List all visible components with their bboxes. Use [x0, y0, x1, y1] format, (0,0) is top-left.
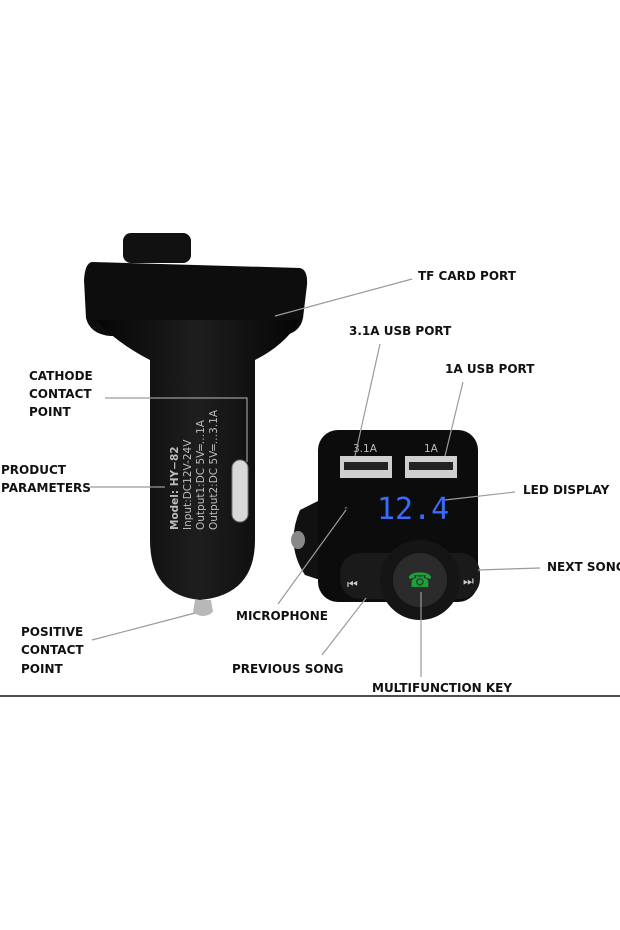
- label-tf-card-port: TF CARD PORT: [418, 269, 517, 283]
- label-positive-2: CONTACT: [21, 643, 84, 657]
- label-31a-usb-port: 3.1A USB PORT: [349, 324, 452, 338]
- charger-front-view: 3.1A 1A 12.4 ☎ ⏮ ⏭: [291, 430, 480, 620]
- label-multifunction-key: MULTIFUNCTION KEY: [372, 681, 512, 695]
- label-led-display: LED DISPLAY: [523, 483, 610, 497]
- charger-side-view: Model: HY−82 Input:DC12V-24V Output1:DC …: [84, 233, 308, 616]
- label-previous-song: PREVIOUS SONG: [232, 662, 344, 676]
- input-text: Input:DC12V-24V: [182, 439, 194, 530]
- label-next-song: NEXT SONG: [547, 560, 620, 574]
- output1-text: Output1:DC 5V═…1A: [195, 419, 207, 530]
- label-positive-3: POINT: [21, 662, 64, 676]
- output2-text: Output2:DC 5V═…3.1A: [208, 409, 220, 530]
- label-cathode-3: POINT: [29, 405, 72, 419]
- label-positive-1: POSITIVE: [21, 625, 83, 639]
- next-icon: ⏭: [463, 574, 474, 588]
- label-cathode-2: CONTACT: [29, 387, 92, 401]
- port-1a-label: 1A: [424, 443, 439, 455]
- model-text: Model: HY−82: [169, 446, 181, 530]
- leader-lines: [90, 278, 541, 677]
- label-cathode-1: CATHODE: [29, 369, 93, 383]
- phone-icon: ☎: [408, 570, 433, 592]
- port-31a-label: 3.1A: [353, 443, 378, 455]
- led-display: 12.4: [377, 492, 449, 527]
- label-1a-usb-port: 1A USB PORT: [445, 362, 535, 376]
- previous-icon: ⏮: [347, 577, 358, 591]
- label-product-1: PRODUCT: [1, 463, 67, 477]
- label-product-2: PARAMETERS: [1, 481, 91, 495]
- label-microphone: MICROPHONE: [236, 609, 328, 623]
- microphone-hole: [344, 506, 348, 510]
